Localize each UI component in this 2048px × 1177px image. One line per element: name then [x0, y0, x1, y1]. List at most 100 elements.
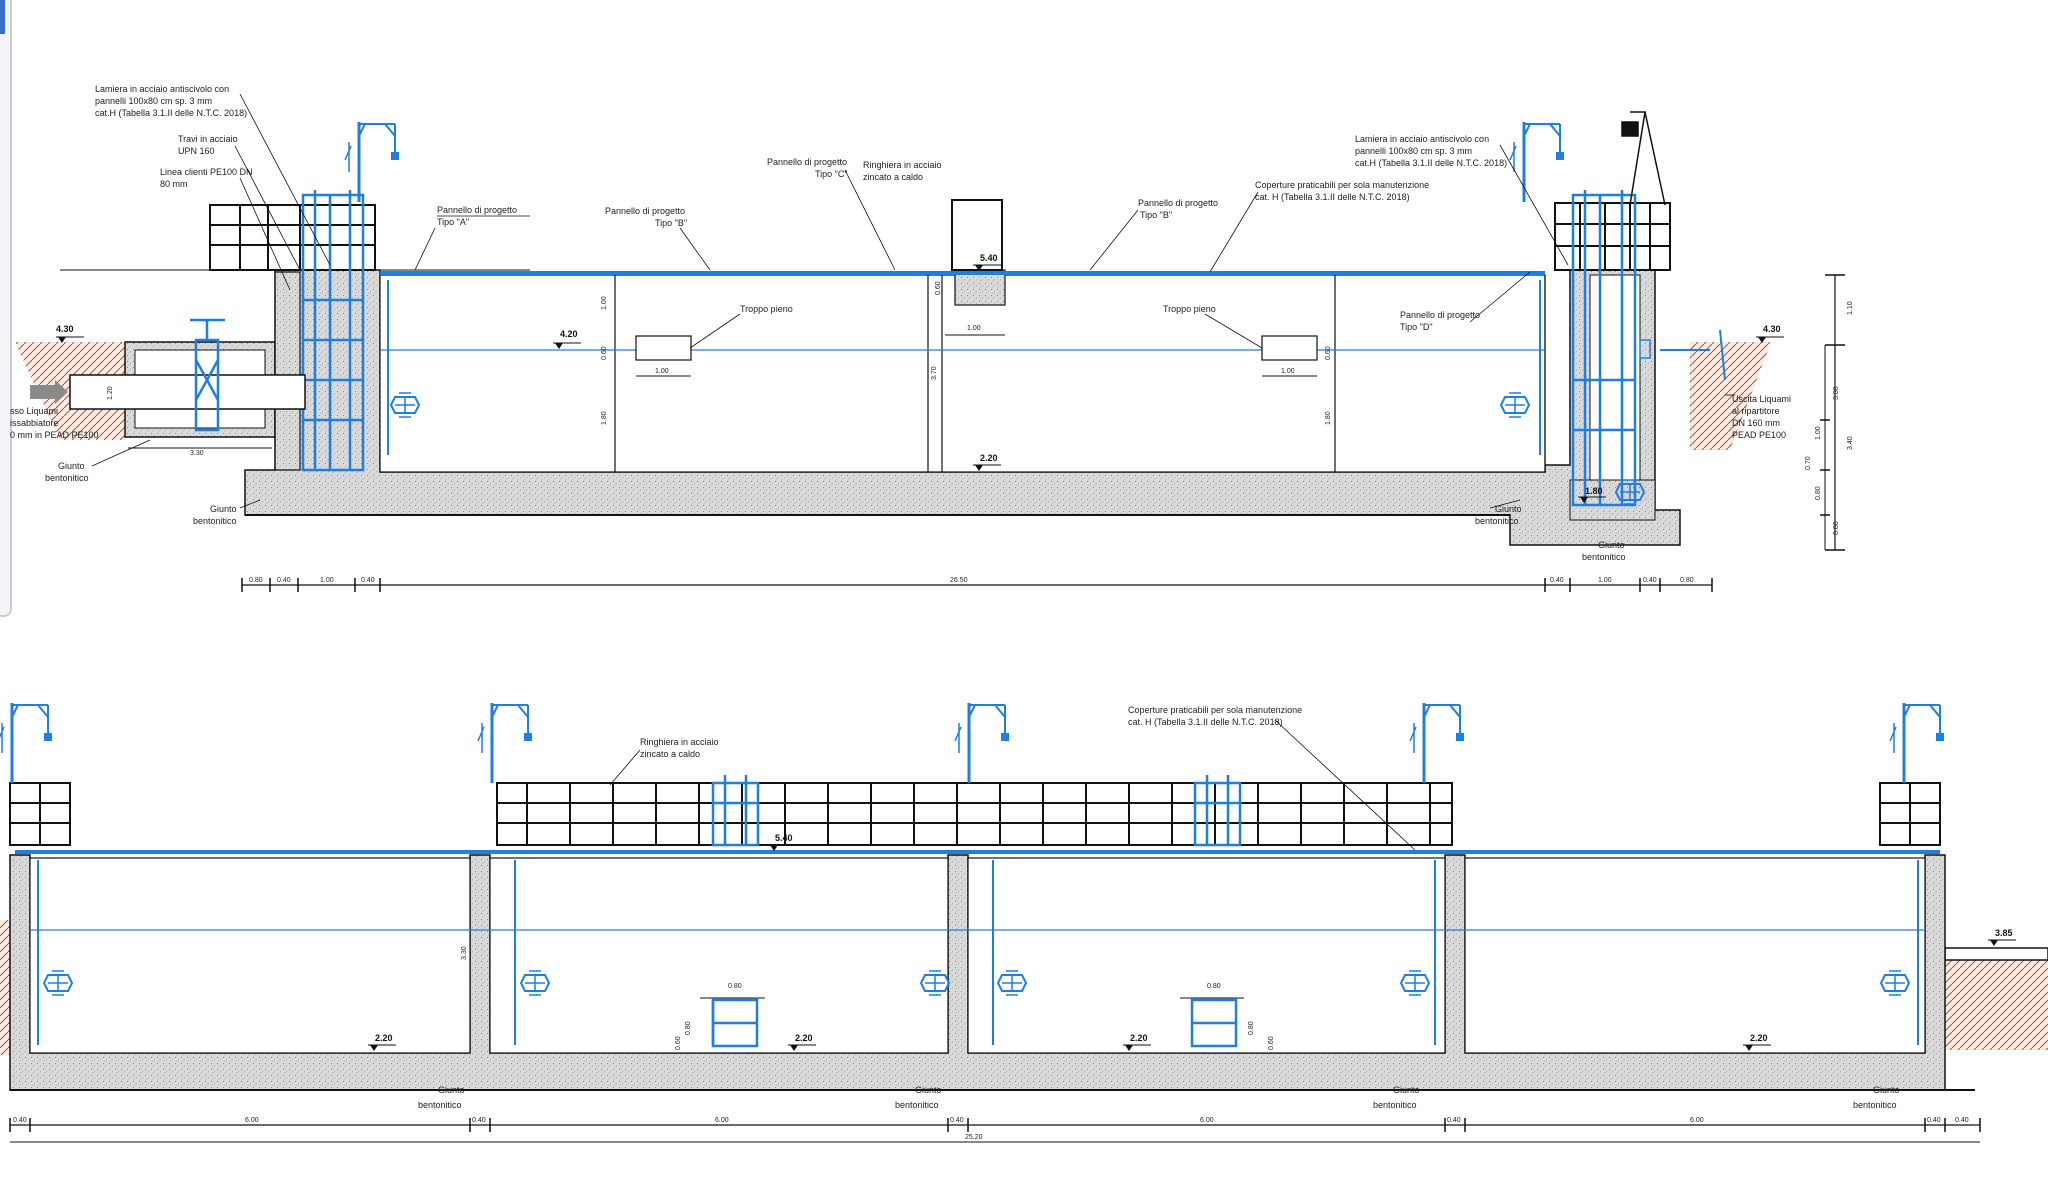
dim-chain-lower: 0.40 6.00 0.40 6.00 0.40 6.00 0.40 6.00 … [9, 1117, 1981, 1143]
note-pannello-b2: Pannello di progetto Tipo "B" [1089, 198, 1218, 271]
dim-330: 3.30 [190, 450, 204, 457]
svg-text:Tipo "B": Tipo "B" [1140, 210, 1172, 220]
gate-left [301, 190, 365, 472]
hoist-icon [476, 701, 534, 785]
svg-text:1.00: 1.00 [1815, 426, 1822, 440]
svg-text:UPN 160: UPN 160 [178, 146, 215, 156]
opening-2 [1190, 998, 1238, 1048]
dim-chain-right: 1.10 3.80 1.00 0.70 3.40 0.80 0.80 [1805, 274, 1854, 551]
svg-text:3.80: 3.80 [1833, 386, 1840, 400]
pump-icon [520, 970, 550, 996]
overflow-box-2 [1261, 335, 1318, 361]
dim-060: 0.60 [1268, 1036, 1275, 1050]
dim-total: 25.20 [965, 1134, 983, 1141]
svg-text:0.40: 0.40 [1927, 1117, 1941, 1124]
svg-text:0.70: 0.70 [1805, 456, 1812, 470]
pump-icon [1880, 970, 1910, 996]
svg-text:Troppo pieno: Troppo pieno [1163, 304, 1216, 314]
level-420: 4.20 [560, 329, 578, 339]
tank-4 [1464, 857, 1926, 1054]
dim-180: 1.80 [1325, 411, 1332, 425]
note-ringhiera-lower: Ringhiera in acciaio zincato a caldo [609, 737, 719, 786]
opening-1 [711, 998, 759, 1048]
svg-text:issabbiatore: issabbiatore [10, 418, 59, 428]
gate-right [1571, 190, 1637, 507]
svg-text:Linea clienti PE100 DN: Linea clienti PE100 DN [160, 167, 253, 177]
svg-text:Travi in acciaio: Travi in acciaio [178, 134, 238, 144]
svg-text:80 mm: 80 mm [160, 179, 188, 189]
svg-text:al ripartitore: al ripartitore [1732, 406, 1780, 416]
svg-text:pannelli 100x80 cm sp. 3 mm: pannelli 100x80 cm sp. 3 mm [1355, 146, 1472, 156]
dim-100: 1.00 [655, 368, 669, 375]
dim-600: 0.60 [935, 281, 942, 295]
note-giunto-1: Giunto bentonitico [45, 439, 151, 483]
svg-text:zincato a caldo: zincato a caldo [863, 172, 923, 182]
note-giunto-3: Giunto bentonitico [1475, 499, 1522, 526]
svg-text:DN 160 mm: DN 160 mm [1732, 418, 1780, 428]
dim-370: 3.70 [931, 366, 938, 380]
svg-text:Pannello di progetto: Pannello di progetto [1400, 310, 1480, 320]
tank-2 [489, 857, 949, 1054]
note-lamiera-left: Lamiera in acciaio antiscivolo con panne… [95, 84, 331, 266]
note-travi: Travi in acciaio UPN 160 [178, 134, 301, 271]
svg-text:0.40: 0.40 [950, 1117, 964, 1124]
dim-100: 1.00 [601, 296, 608, 310]
svg-text:Pannello di progetto: Pannello di progetto [605, 206, 685, 216]
level-220: 2.20 [375, 1033, 393, 1043]
svg-text:zincato a caldo: zincato a caldo [640, 749, 700, 759]
svg-text:bentonitico: bentonitico [1582, 552, 1626, 562]
svg-text:bentonitico: bentonitico [895, 1100, 939, 1110]
svg-text:Tipo "B": Tipo "B" [655, 218, 687, 228]
gate-lower-1 [711, 775, 760, 847]
note-pannello-a: Pannello di progetto Tipo "A" [414, 205, 530, 271]
note-coperture-lower: Coperture praticabili per sola manutenzi… [1128, 705, 1416, 851]
svg-text:3.40: 3.40 [1847, 436, 1854, 450]
hoist-icon [953, 701, 1011, 785]
svg-text:Tipo "A": Tipo "A" [437, 217, 469, 227]
note-giunto-a: Giunto bentonitico [418, 1085, 465, 1110]
railing-lower-long [496, 782, 1453, 846]
svg-text:Pannello di progetto: Pannello di progetto [767, 157, 847, 167]
note-pannello-b: Pannello di progetto Tipo "B" [605, 206, 711, 271]
sheet-tab[interactable] [0, 0, 5, 34]
svg-text:Giunto: Giunto [1495, 504, 1522, 514]
note-giunto-c: Giunto bentonitico [1373, 1085, 1420, 1110]
inlet-arrow-icon [30, 380, 68, 404]
svg-text:0 mm in PEAD PE100: 0 mm in PEAD PE100 [10, 430, 99, 440]
pump-right-icon [1500, 392, 1530, 418]
svg-text:6.00: 6.00 [245, 1117, 259, 1124]
svg-text:Giunto: Giunto [915, 1085, 942, 1095]
dim-chain-upper: 0.80 0.40 1.00 0.40 26.50 0.40 1.00 0.40… [241, 577, 1713, 592]
note-troppo-pieno-2: Troppo pieno [1163, 304, 1263, 349]
svg-text:bentonitico: bentonitico [193, 516, 237, 526]
svg-text:0.80: 0.80 [1680, 577, 1694, 584]
level-540-lower: 5.40 [775, 833, 793, 843]
dim-100: 1.00 [1281, 368, 1295, 375]
svg-text:cat. H (Tabella 3.1.II delle N: cat. H (Tabella 3.1.II delle N.T.C. 2018… [1128, 717, 1283, 727]
dim-060: 0.60 [1325, 346, 1332, 360]
svg-text:Uscita Liquami: Uscita Liquami [1732, 394, 1791, 404]
dim-080: 0.80 [1207, 983, 1221, 990]
tank-1 [29, 857, 471, 1054]
note-ringhiera-upper: Ringhiera in acciaio zincato a caldo [863, 160, 942, 182]
svg-text:Giunto: Giunto [1393, 1085, 1420, 1095]
svg-text:Tipo "C": Tipo "C" [815, 169, 848, 179]
note-giunto-b: Giunto bentonitico [895, 1085, 942, 1110]
svg-text:0.40: 0.40 [1643, 577, 1657, 584]
svg-text:Ringhiera in acciaio: Ringhiera in acciaio [863, 160, 942, 170]
hoist-right-icon [1508, 120, 1566, 204]
note-pannello-d: Pannello di progetto Tipo "D" [1400, 271, 1531, 332]
svg-text:cat.H (Tabella 3.1.II delle N.: cat.H (Tabella 3.1.II delle N.T.C. 2018) [1355, 158, 1507, 168]
dim-100: 1.00 [967, 325, 981, 332]
pump-outlet-icon [1615, 479, 1645, 505]
svg-text:0.40: 0.40 [277, 577, 291, 584]
svg-text:Pannello di progetto: Pannello di progetto [437, 205, 517, 215]
note-giunto-d: Giunto bentonitico [1853, 1085, 1900, 1110]
tank-3 [967, 857, 1446, 1054]
svg-text:Pannello di progetto: Pannello di progetto [1138, 198, 1218, 208]
pump-left-icon [390, 392, 420, 418]
note-giunto-2: Giunto bentonitico [193, 499, 261, 526]
note-lamiera-right: Lamiera in acciaio antiscivolo con panne… [1355, 134, 1569, 266]
svg-text:6.00: 6.00 [1200, 1117, 1214, 1124]
